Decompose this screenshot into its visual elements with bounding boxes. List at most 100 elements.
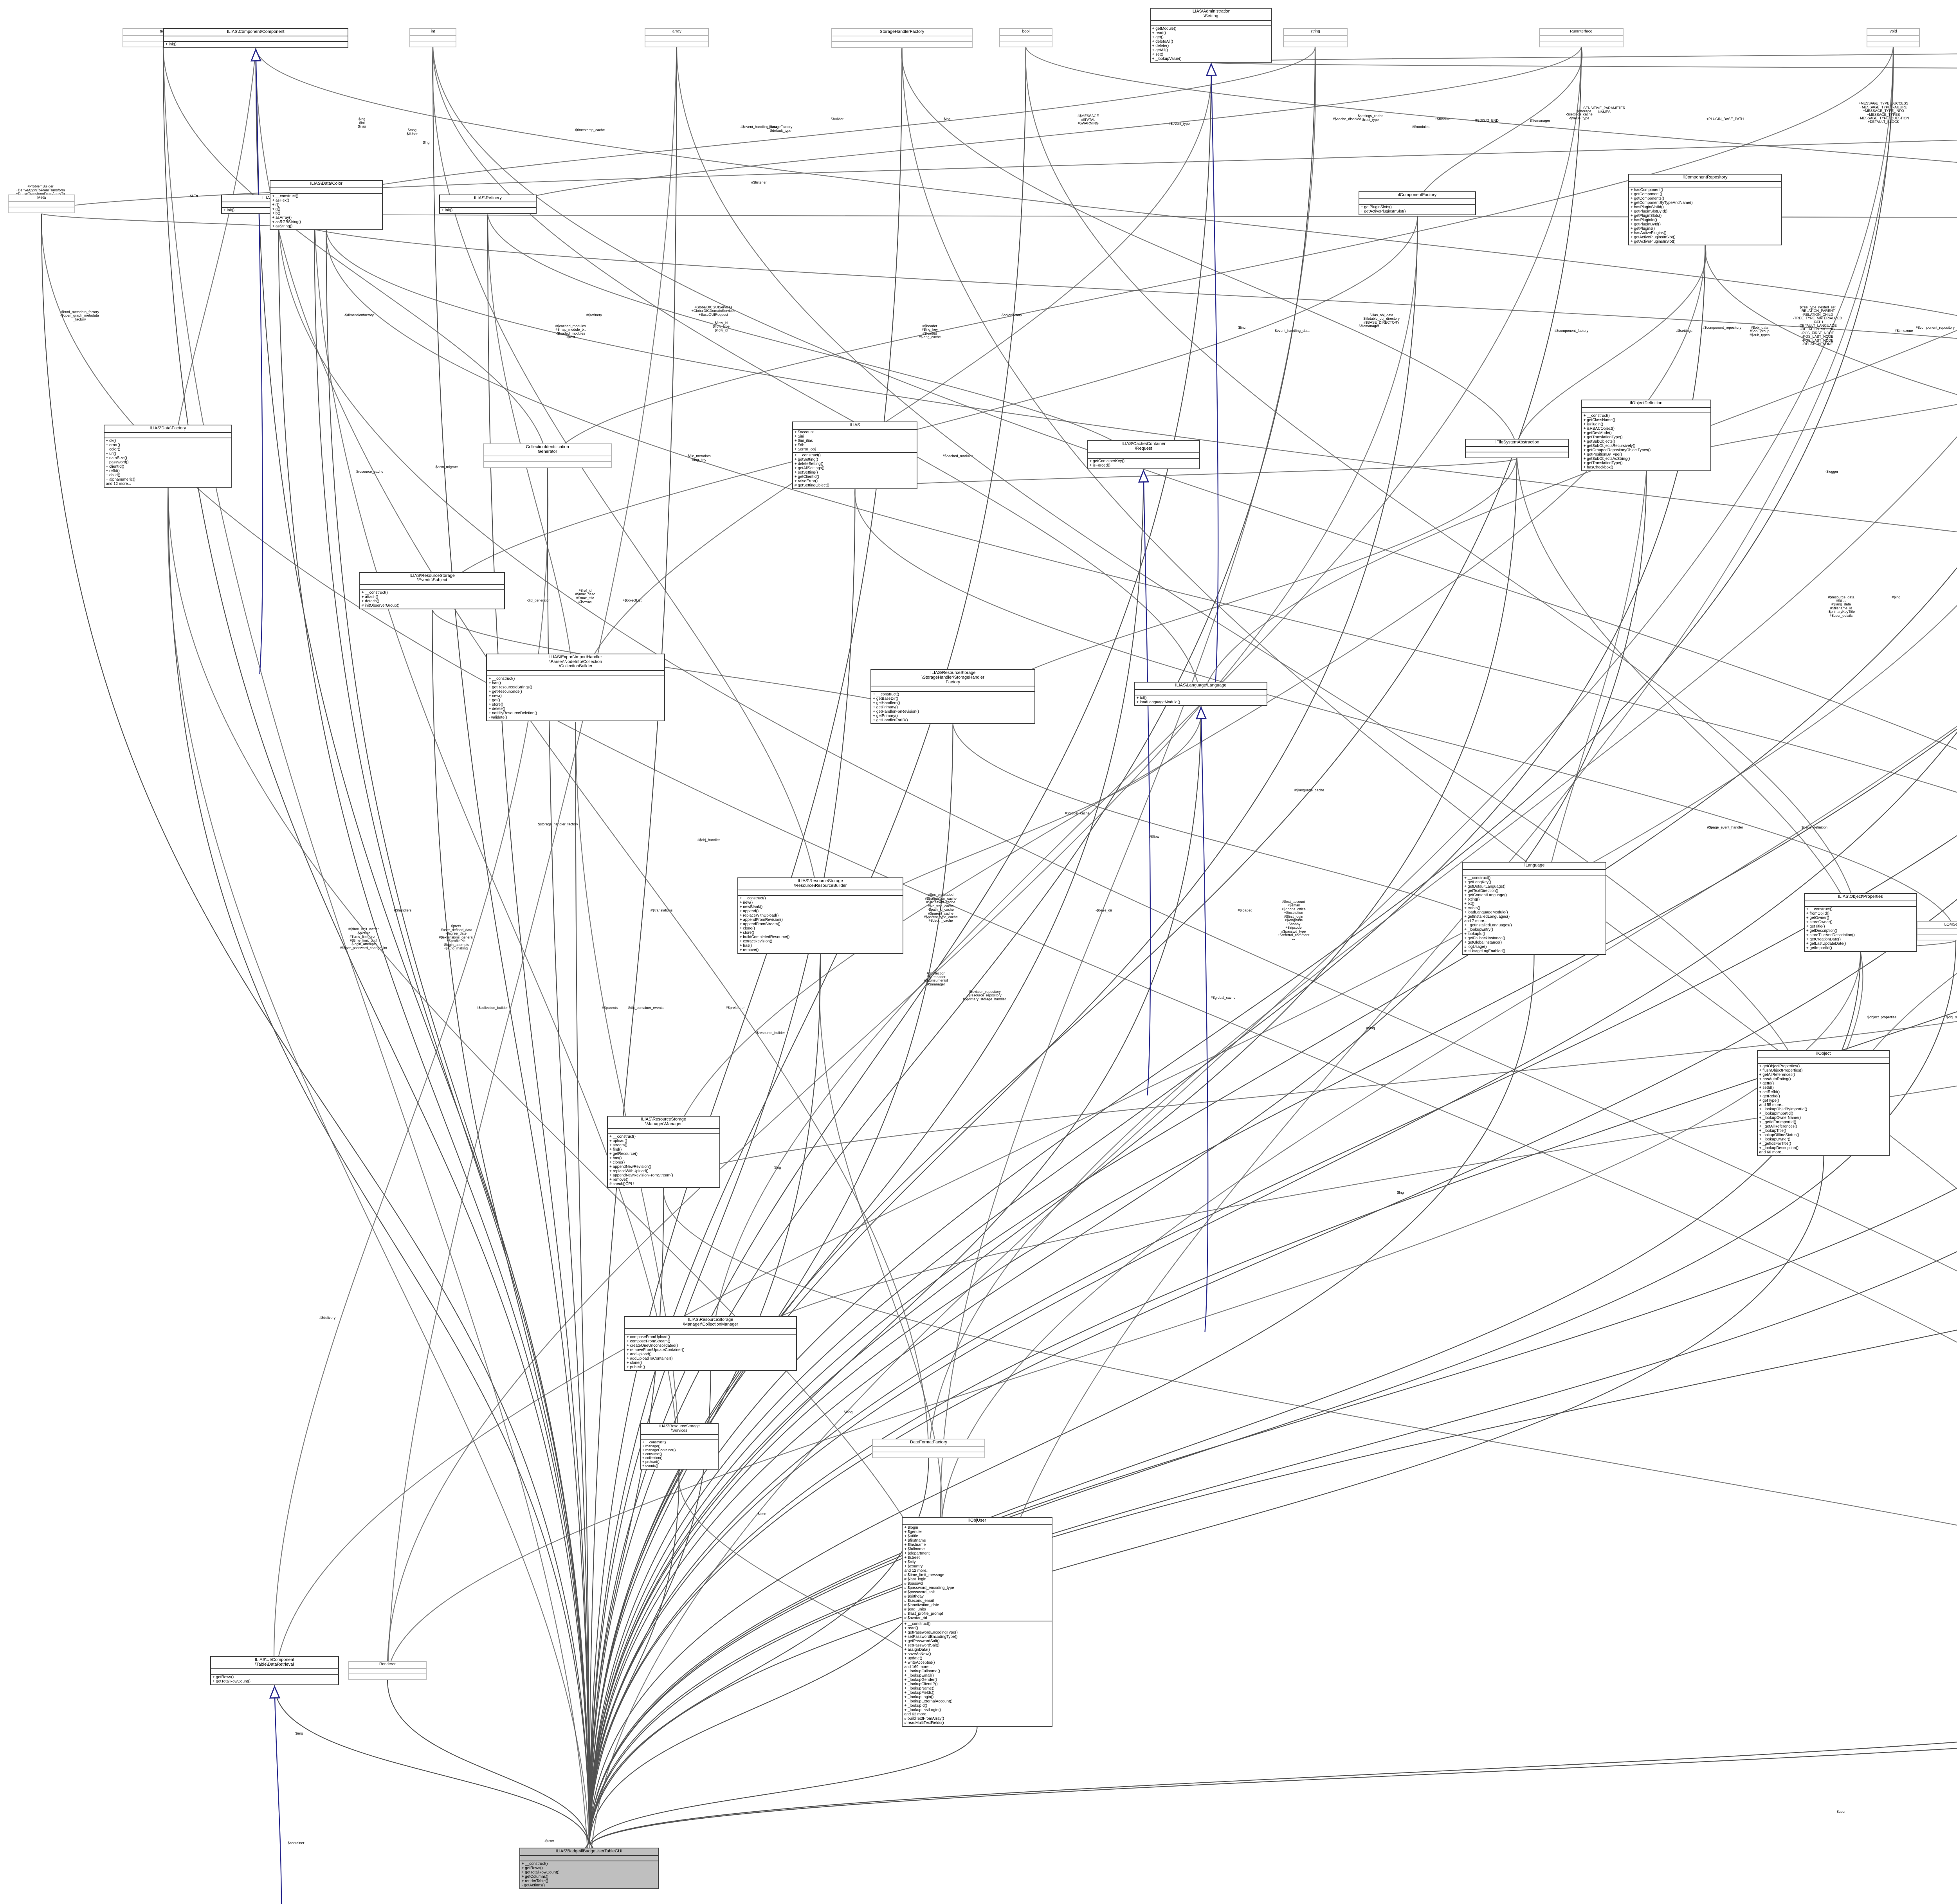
class-node-attributes	[1466, 447, 1568, 453]
edge-label: $lng	[774, 1165, 781, 1170]
edge-label: #$translations	[651, 908, 673, 913]
class-node-ldmrenderer[interactable]: LOMServices	[1917, 921, 1957, 941]
class-node-ilias_resourcestorage_stakeholder[interactable]: ILIAS\ResourceStorage \StorageHandler\St…	[870, 669, 1036, 724]
class-node-collectionidentification_generator[interactable]: CollectionIdentification Generator	[483, 443, 612, 468]
class-node-ilias_cache_container_request[interactable]: ILIAS\Cache\Container \Request+ getConta…	[1087, 440, 1200, 469]
class-node-ilias_ui_component_table_dataretrieval[interactable]: ILIAS\UI\Component \Table\DataRetrieval+…	[210, 1656, 339, 1686]
class-node-ilobject[interactable]: ilObject+ getObjectProperties() + flushO…	[1757, 1050, 1890, 1156]
class-node-ilfsstoragecontent[interactable]: ilFileSystemAbstraction	[1465, 439, 1569, 459]
class-node-attributes	[1539, 36, 1623, 41]
class-node-ilobjuser[interactable]: ilObjUser+ $login + $gender + $utitle + …	[902, 1517, 1053, 1727]
class-node-title: ILIAS\Component\Component	[164, 29, 348, 36]
class-node-title: ilFileSystemAbstraction	[1466, 440, 1568, 447]
class-node-attributes: + $login + $gender + $utitle + $firstnam…	[903, 1525, 1052, 1621]
edge-label: $container	[288, 1841, 305, 1845]
class-node-attributes	[1463, 870, 1606, 876]
class-node-operations: + ok() + error() + color() + uri() + dat…	[106, 438, 135, 486]
class-node-attributes	[487, 671, 665, 677]
class-node-operations	[832, 42, 972, 47]
edge-label: #$obj_handler	[697, 838, 720, 842]
edge-label: #$refinery	[586, 313, 602, 317]
class-node-operations	[645, 41, 708, 47]
edge-label: -$revision_repository -$resource_reposit…	[962, 990, 1006, 1001]
edge-label: +MESSAGE_TYPE_SUCCESS +MESSAGE_TYPE_FAIL…	[1858, 101, 1909, 124]
class-node-illanguage[interactable]: ilLanguage+ __construct() + getLangKey()…	[1462, 862, 1606, 955]
class-node-ilias_resourcestorage_services[interactable]: ILIAS\ResourceStorage \Services+ __const…	[640, 1423, 719, 1470]
class-node-operations	[1540, 41, 1623, 47]
edge-label: -$html_metadata_factory -$open_graph_met…	[60, 310, 99, 321]
class-node-ilias_component_component[interactable]: ILIAS\Component\Component+ init()	[163, 28, 348, 48]
class-node-title: bool	[1000, 29, 1052, 36]
class-node-attributes	[738, 890, 903, 896]
class-node-attributes	[104, 433, 232, 438]
class-node-storagehandlerfactory[interactable]: StorageHandlerFactory	[831, 28, 973, 48]
class-node-ilias[interactable]: ILIAS+ $account + $ini + $ini_ilias + $d…	[792, 422, 918, 489]
class-node-attributes	[1804, 901, 1916, 907]
class-node-runinterface[interactable]: RunInterface	[1539, 28, 1624, 47]
class-node-int[interactable]: int	[409, 28, 457, 47]
class-node-ilias_administration_setting[interactable]: ILIAS\Administration \Setting+ getModule…	[1150, 8, 1272, 63]
class-node-array[interactable]: array	[645, 28, 709, 47]
class-node-ilias_resourcestorage_resourcemanager[interactable]: ILIAS\ResourceStorage \Manager\Manager+ …	[607, 1115, 720, 1188]
edge-label: #$time_limit_owner -$picture #$time_limi…	[340, 927, 387, 950]
class-node-title: ILIAS\Cache\Container \Request	[1088, 441, 1199, 453]
edge-label: #$cached_modules #$map_module_txt -$load…	[555, 324, 586, 339]
class-node-attributes	[607, 1129, 719, 1134]
class-node-attributes	[1629, 182, 1781, 188]
class-node-meta[interactable]: Meta	[8, 194, 76, 214]
class-node-ilias_language_language[interactable]: ILIAS\Language\Language+ txt() + loadLan…	[1134, 681, 1268, 706]
class-node-ilias_badge_ilbadgeusertablegui[interactable]: ILIAS\Badge\ilBadgeUserTableGUI+ __const…	[519, 1847, 659, 1889]
class-node-operations	[1917, 935, 1957, 940]
class-node-ilias_export_importhandler_collectionbuilder[interactable]: ILIAS\Export\ImportHandler \Parser\NodeI…	[486, 653, 665, 722]
edge-label: $ilias_obj_data $filetable_obj_directory…	[1363, 313, 1400, 324]
edge-label: #$resource_data #$tiles #$lang_data #$fi…	[1827, 595, 1855, 618]
class-node-ilias_datacolor[interactable]: ILIAS\Data\Color+ __construct() + asHex(…	[270, 180, 383, 231]
edge-label: $acm_migrate	[435, 465, 458, 469]
class-node-title: ILIAS\ResourceStorage \Events\Subject	[360, 573, 505, 585]
class-node-renderer[interactable]: Renderer	[348, 1661, 427, 1681]
class-node-ilcomponentfactory[interactable]: ilComponentFactory+ getPluginSlots() + g…	[1358, 191, 1476, 216]
edge-label: #$lng	[1366, 1026, 1375, 1030]
class-node-attributes	[641, 1435, 718, 1441]
class-node-ilias_refinery[interactable]: ILIAS\Refinery+ init()	[439, 194, 537, 214]
edge-label: #$oc_preloaded #$translation_cache #$is_…	[924, 893, 958, 923]
class-node-ilobjproperties[interactable]: ILIAS\Object\Properties+ __construct() +…	[1804, 893, 1917, 952]
class-node-void[interactable]: void	[1867, 28, 1920, 47]
edge-label: $lng	[944, 117, 951, 121]
class-node-title: Meta	[9, 195, 75, 202]
class-node-string[interactable]: string	[1283, 28, 1348, 47]
edge-label: #$cache_disabled	[1333, 117, 1361, 121]
class-node-ilias_data_factory[interactable]: ILIAS\Data\Factory+ ok() + error() + col…	[103, 425, 232, 488]
class-node-title: ILIAS\ResourceStorage \Manager\Manager	[607, 1117, 719, 1129]
class-node-operations	[1284, 41, 1346, 47]
class-node-attributes	[1359, 199, 1476, 205]
class-node-title: ILIAS\ResourceStorage \StorageHandler\St…	[871, 670, 1035, 687]
class-node-title: trait	[123, 29, 203, 36]
edge-label: -$dimensionfactory	[344, 313, 374, 317]
class-node-bool[interactable]: bool	[999, 28, 1053, 47]
class-node-attributes	[871, 686, 1035, 692]
edge-label: #$delivery	[319, 1316, 336, 1320]
edge-label: +PLUGIN_BASE_PATH	[1706, 117, 1744, 121]
class-node-attributes	[520, 1856, 658, 1861]
class-node-operations: + hasComponent() + getComponent() + getC…	[1630, 188, 1693, 244]
edge-label: #$collection_builder	[476, 1005, 508, 1010]
edge-label: #$preloader	[726, 1005, 745, 1010]
class-node-title: ILIAS\Administration \Setting	[1150, 9, 1272, 21]
class-node-attributes	[360, 585, 505, 591]
class-node-operations: + __construct() + has() + getResourceIdS…	[488, 677, 537, 720]
class-node-ilias_resourcestorage_events_subject[interactable]: ILIAS\ResourceStorage \Events\Subject+ _…	[359, 572, 505, 610]
class-node-dateformatfactory[interactable]: DateFormatFactory	[872, 1438, 985, 1458]
edge-label: #$language_cache	[1294, 788, 1324, 792]
class-node-operations: + __construct() + getRows() + getTotalRo…	[521, 1861, 560, 1888]
edge-label: $dic_container_events	[628, 1005, 664, 1010]
class-node-ilias_resourcestorage_revision[interactable]: ILIAS\ResourceStorage \Resource\Resource…	[737, 877, 904, 954]
class-node-ilcomponentrepository[interactable]: ilComponentRepository+ hasComponent() + …	[1628, 174, 1782, 246]
class-node-title: LOMServices	[1917, 922, 1957, 929]
class-node-title: array	[645, 29, 708, 36]
class-node-attributes	[1582, 408, 1711, 413]
class-node-ilias_resourcestorage_manager[interactable]: ILIAS\ResourceStorage \Manager\Collectio…	[624, 1316, 797, 1371]
class-node-ilobjectdefinition[interactable]: ilObjectDefinition+ __construct() + getC…	[1581, 400, 1712, 471]
edge-label: #$modules	[1412, 125, 1429, 129]
class-node-title: Renderer	[349, 1662, 426, 1669]
